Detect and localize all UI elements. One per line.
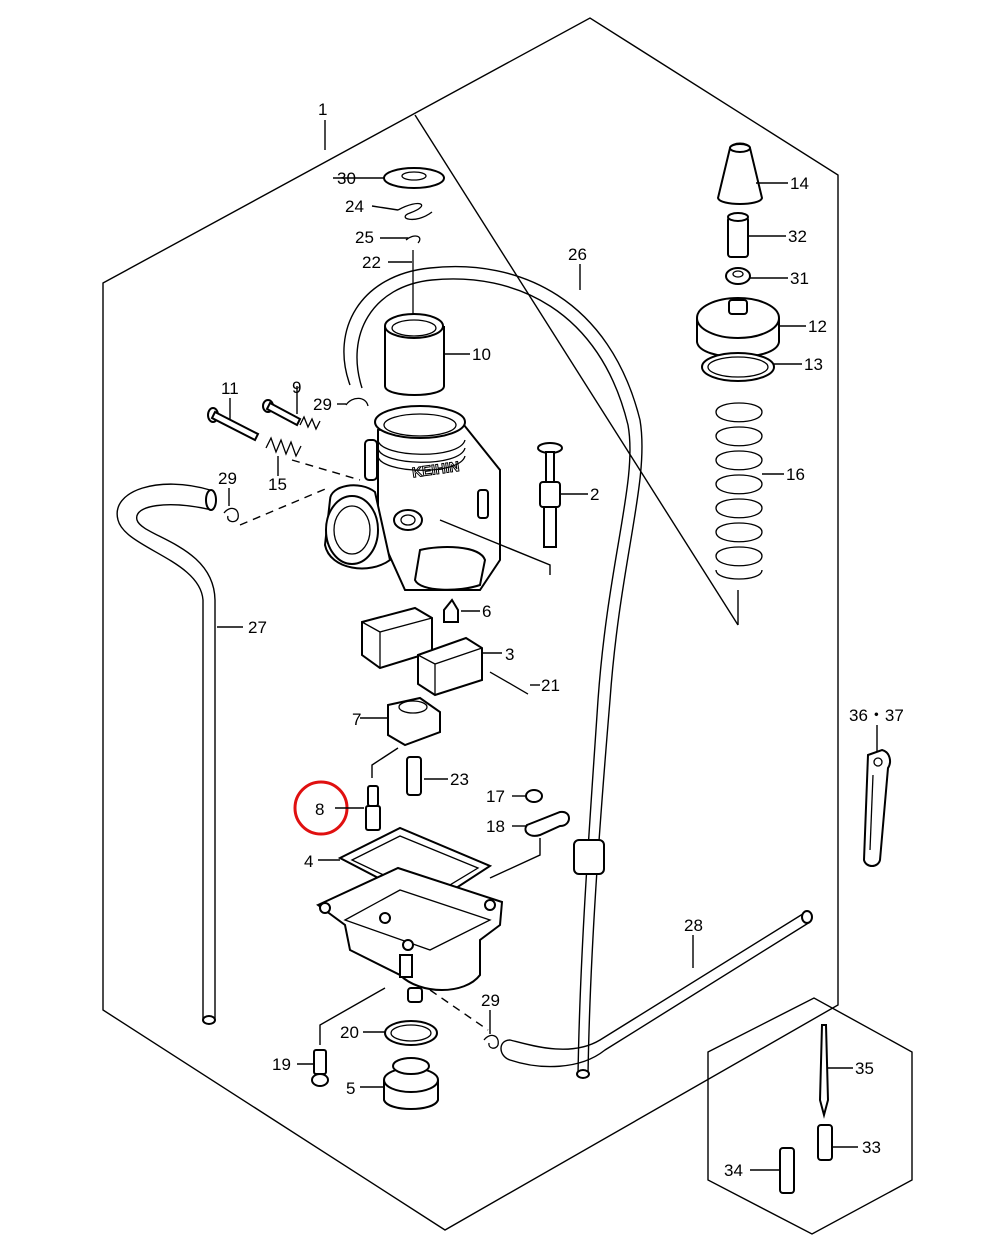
part-3-float-left bbox=[361, 606, 433, 670]
part-2-screw bbox=[537, 442, 563, 548]
callout-label: 21 bbox=[541, 676, 560, 695]
part-24-clip bbox=[397, 202, 433, 220]
leader-lines bbox=[217, 120, 878, 1171]
part-25-clip bbox=[405, 235, 421, 244]
callout-label: 32 bbox=[788, 227, 807, 246]
callout-label: 7 bbox=[352, 710, 361, 729]
callout-label: 26 bbox=[568, 245, 587, 264]
dashed-connector-2 bbox=[291, 459, 361, 481]
callout-label: 10 bbox=[472, 345, 491, 364]
part-33-jet bbox=[817, 1124, 833, 1161]
part-29-clip-left bbox=[223, 507, 239, 523]
part-8-jet bbox=[365, 785, 381, 831]
callout-label: 23 bbox=[450, 770, 469, 789]
part-15-spring bbox=[265, 436, 302, 458]
callout-label: 27 bbox=[248, 618, 267, 637]
callout-label: 18 bbox=[486, 817, 505, 836]
callout-label: 1 bbox=[318, 100, 327, 119]
callout-label: 14 bbox=[790, 174, 809, 193]
part-11-screw bbox=[207, 407, 260, 442]
part-13-o-ring bbox=[701, 352, 775, 382]
callout-labels: 1 2 3 4 5 6 7 8 9 10 11 12 13 14 15 16 1… bbox=[218, 100, 904, 1180]
part-9-pilot-screw bbox=[262, 399, 321, 431]
assembly-boundary bbox=[102, 17, 839, 1231]
callout-label: 29 bbox=[313, 395, 332, 414]
callout-label: 25 bbox=[355, 228, 374, 247]
part-28-tube bbox=[500, 911, 811, 1068]
callout-label: 17 bbox=[486, 787, 505, 806]
callout-label: 30 bbox=[337, 169, 356, 188]
callout-label: 13 bbox=[804, 355, 823, 374]
part-32-adjuster bbox=[727, 216, 749, 258]
part-3-float-right bbox=[417, 636, 483, 697]
part-27-tube bbox=[116, 483, 211, 1020]
part-10-throttle-valve bbox=[384, 313, 445, 396]
part-17-screw bbox=[525, 789, 543, 803]
part-21-pin bbox=[489, 671, 529, 695]
part-5-drain-plug bbox=[383, 1057, 439, 1110]
dashed-connector-1 bbox=[239, 486, 331, 526]
callout-label: 6 bbox=[482, 602, 491, 621]
part-12-top-cap bbox=[696, 297, 780, 358]
part-34-jet bbox=[779, 1147, 795, 1194]
part-23-jet bbox=[406, 756, 422, 796]
dashed-connector-3 bbox=[429, 989, 489, 1031]
part-30-washer bbox=[383, 167, 445, 189]
callout-label: 29 bbox=[481, 991, 500, 1010]
callout-label: 34 bbox=[724, 1161, 743, 1180]
callout-label: 15 bbox=[268, 475, 287, 494]
callout-label: 3 bbox=[505, 645, 514, 664]
callout-label: 11 bbox=[221, 379, 239, 398]
callout-label: 9 bbox=[292, 378, 301, 397]
inset-boundary bbox=[707, 997, 913, 1235]
callout-label: 5 bbox=[346, 1079, 355, 1098]
callout-label: 31 bbox=[790, 269, 809, 288]
part-31-nut bbox=[725, 267, 751, 285]
callout-label: 19 bbox=[272, 1055, 291, 1074]
part-7-needle-jet-holder bbox=[387, 696, 441, 747]
callout-label: 20 bbox=[340, 1023, 359, 1042]
connector-line-long bbox=[414, 114, 739, 626]
carburetor-body: KEIHIN bbox=[323, 405, 501, 591]
callout-label: 16 bbox=[786, 465, 805, 484]
callout-label: 33 bbox=[862, 1138, 881, 1157]
callout-label: 4 bbox=[304, 852, 313, 871]
part-16-spring bbox=[715, 402, 763, 580]
callout-label: 8 bbox=[315, 800, 324, 819]
callout-label: 29 bbox=[218, 469, 237, 488]
part-6-jet bbox=[443, 598, 459, 623]
part-29-clip-upper bbox=[345, 397, 369, 407]
callout-label: 12 bbox=[808, 317, 827, 336]
callout-label: 35 bbox=[855, 1059, 874, 1078]
callout-label: 24 bbox=[345, 197, 364, 216]
part-18-bracket bbox=[524, 810, 570, 837]
tube-sleeve bbox=[573, 839, 605, 875]
part-29-clip-lower bbox=[483, 1034, 499, 1049]
callout-label: 36・37 bbox=[849, 706, 904, 725]
callout-label: 22 bbox=[362, 253, 381, 272]
callout-label: 28 bbox=[684, 916, 703, 935]
part-35-needle bbox=[818, 1024, 830, 1119]
callout-label: 2 bbox=[590, 485, 599, 504]
svg-text:KEIHIN: KEIHIN bbox=[411, 458, 460, 480]
float-bowl bbox=[316, 866, 504, 1003]
part-36-37-bracket bbox=[862, 748, 891, 867]
part-19-screw bbox=[313, 1049, 327, 1075]
